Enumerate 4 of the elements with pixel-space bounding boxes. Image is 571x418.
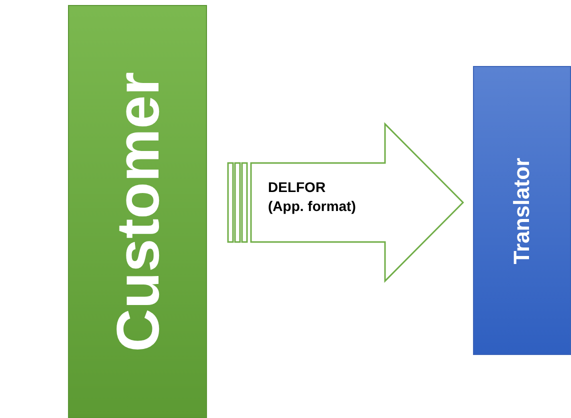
entity-box	[473, 66, 571, 355]
entity-label: Customer	[103, 71, 172, 352]
entity-box	[68, 5, 207, 418]
entity-label: Translator	[509, 157, 535, 264]
